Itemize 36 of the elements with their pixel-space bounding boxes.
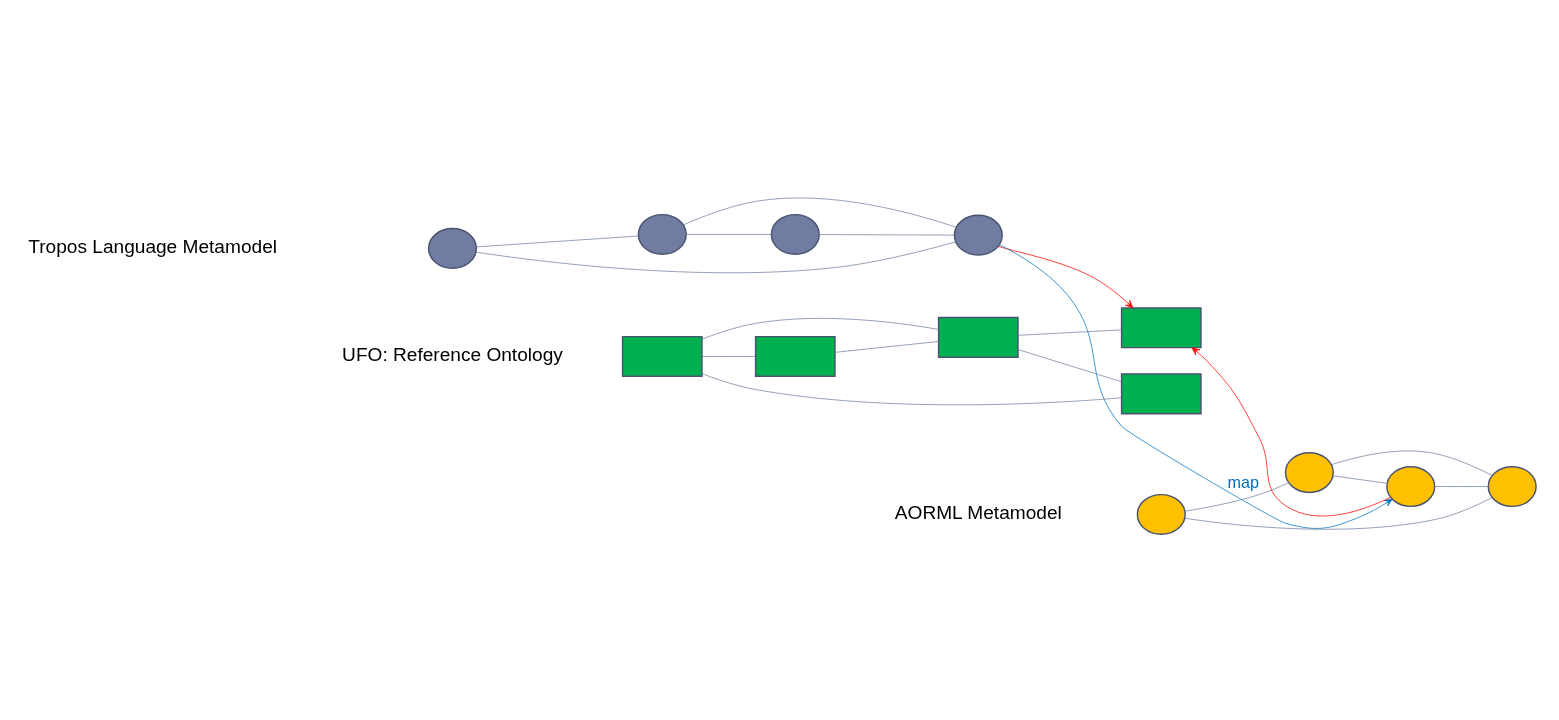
node-ellipse [1386, 465, 1436, 507]
node-box [754, 335, 836, 377]
connector [1017, 348, 1122, 382]
connector [1017, 329, 1122, 336]
connector [1434, 485, 1489, 487]
connector [701, 372, 1122, 405]
node-box [1120, 306, 1202, 348]
connector [475, 235, 639, 247]
arrow [1191, 346, 1391, 516]
label: AORML Metamodel [894, 501, 1062, 523]
label: UFO: Reference Ontology [342, 343, 563, 365]
connector [1184, 496, 1493, 530]
node-box [937, 316, 1019, 358]
connector [475, 240, 956, 273]
connector [701, 355, 756, 357]
arrow [999, 243, 1393, 529]
label: Tropos Language Metamodel [28, 235, 277, 257]
node-ellipse [1284, 451, 1334, 493]
connector [683, 197, 957, 228]
node-ellipse [1487, 465, 1537, 507]
connector [818, 233, 955, 235]
node-ellipse [770, 213, 820, 255]
node-ellipse [427, 227, 478, 269]
connector [685, 233, 772, 235]
node-box [1120, 372, 1202, 414]
connector [1332, 474, 1388, 484]
node-box [621, 335, 703, 377]
connector [1184, 481, 1290, 512]
node-ellipse [637, 213, 687, 255]
node-ellipse [1136, 493, 1186, 535]
node-ellipse [953, 214, 1003, 256]
arrow [997, 245, 1134, 308]
connector [1331, 450, 1493, 476]
edge-label: map [1227, 472, 1259, 491]
connector [701, 317, 939, 339]
connector [834, 340, 939, 353]
